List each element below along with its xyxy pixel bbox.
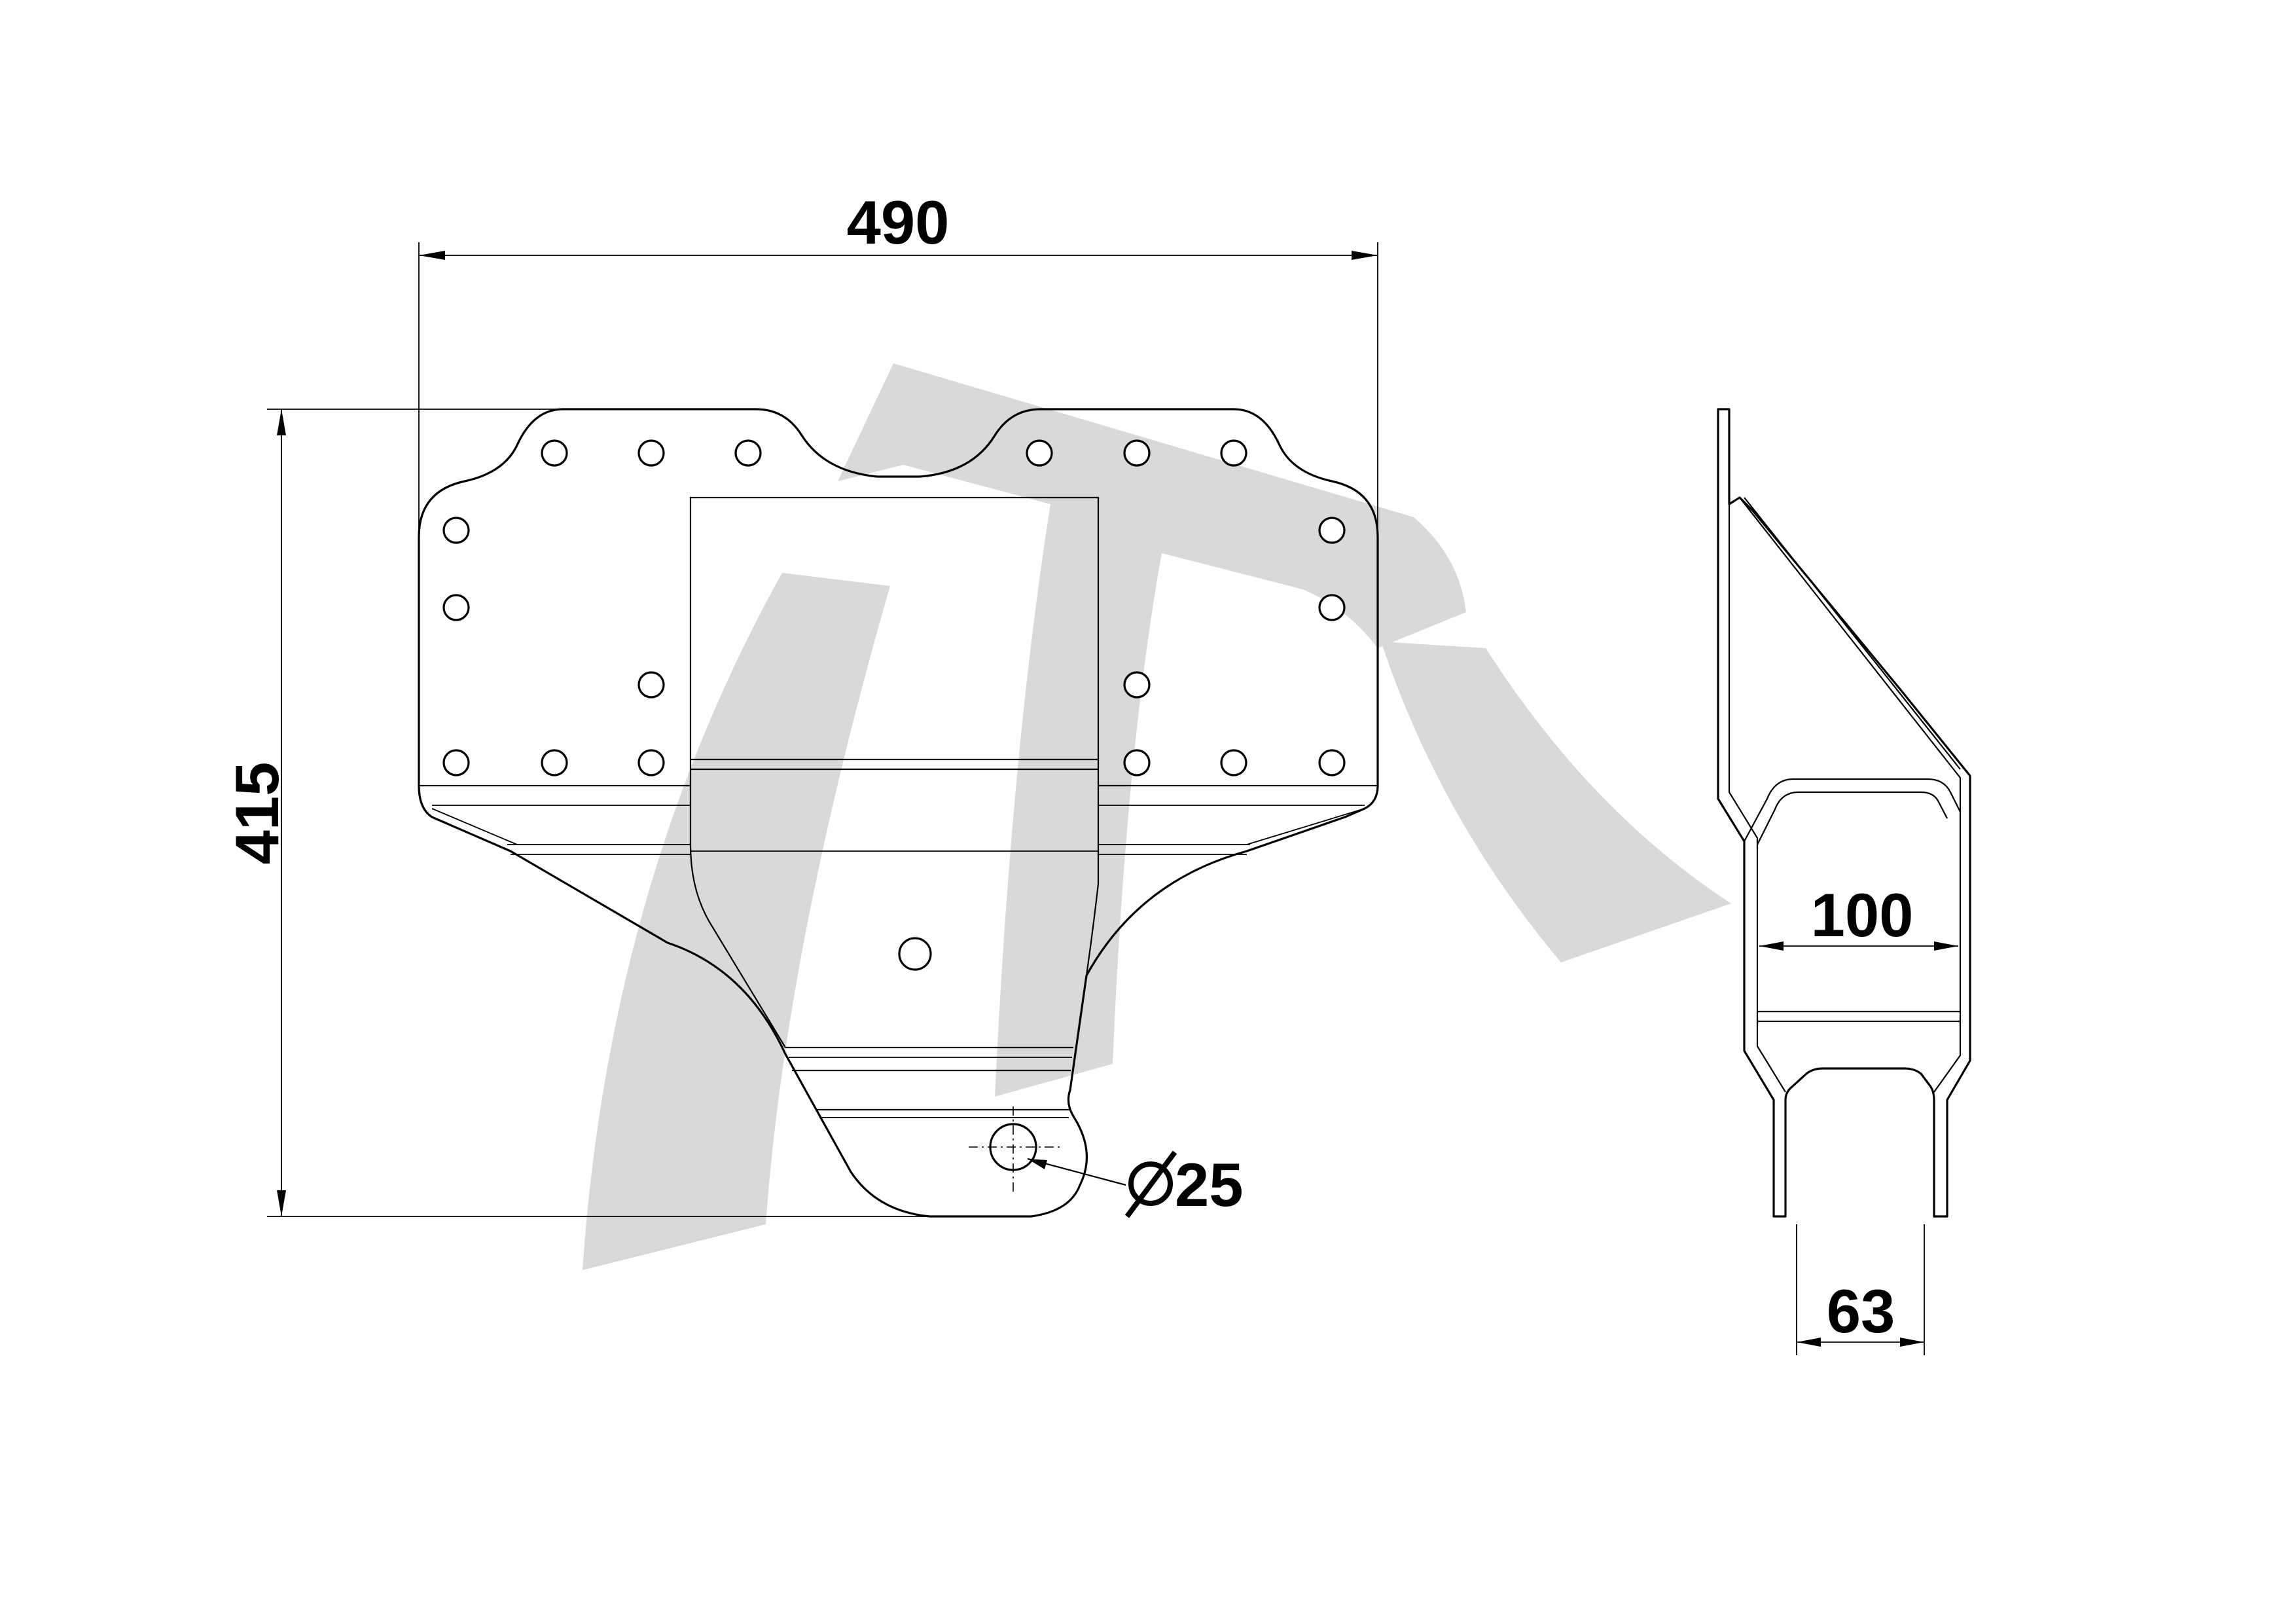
height-value: 415 [223,762,291,865]
diameter-value: 25 [1175,1150,1244,1219]
inner-width-dimension: 100 [1759,881,1958,951]
diameter-symbol [1124,1150,1177,1218]
bottom-gap-dimension: 63 [1796,1224,1925,1355]
front-view: 25 490 415 [223,188,1379,1219]
watermark-logo [583,363,1731,1270]
height-dimension: 415 [223,409,929,1217]
diameter-dimension: 25 [1027,1150,1244,1219]
inner-width-value: 100 [1811,881,1914,949]
width-dimension: 490 [418,188,1378,537]
center-frame [689,496,1100,831]
mounting-holes [442,439,1346,971]
width-value: 490 [847,188,950,257]
side-view: 100 63 [1717,408,1971,1355]
plate-outline [418,408,1379,1218]
side-profile-outer [1717,408,1971,1218]
pin-hole [969,1106,1060,1192]
bottom-gap-value: 63 [1827,1277,1895,1345]
